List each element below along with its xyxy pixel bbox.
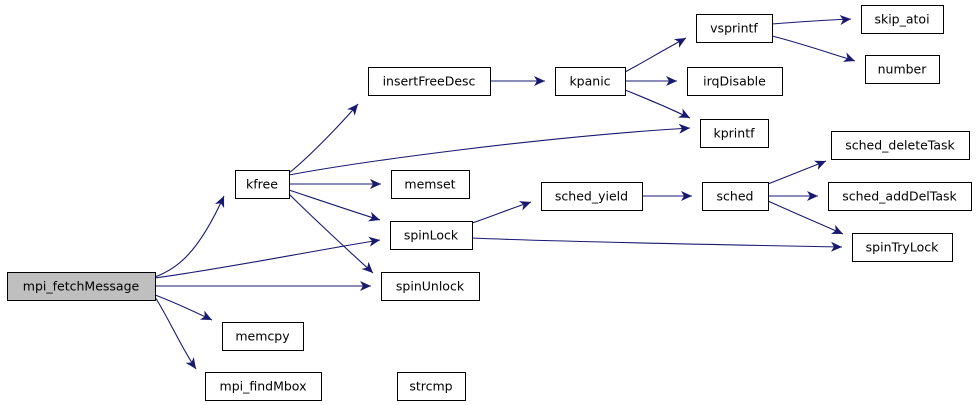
edge-line xyxy=(624,37,687,73)
edge-line xyxy=(288,193,374,274)
graph-node-strcmp[interactable]: strcmp xyxy=(397,372,466,401)
node-box[interactable] xyxy=(368,67,491,96)
arrowhead-icon xyxy=(370,179,381,189)
edge-line xyxy=(471,201,532,224)
graph-node-skip_atoi[interactable]: skip_atoi xyxy=(861,5,944,34)
edge-line xyxy=(154,195,225,278)
graph-node-kfree[interactable]: kfree xyxy=(235,170,290,199)
call-edge-kfree-to-spinUnlock xyxy=(288,193,374,274)
call-edge-mpi_fetchMessage-to-kfree xyxy=(154,195,225,278)
node-box[interactable] xyxy=(861,5,944,34)
nodes-layer: mpi_fetchMessage kfree memcpy mpi_findMbox s… xyxy=(7,5,972,401)
graph-node-number[interactable]: number xyxy=(865,55,940,84)
edge-hit-area xyxy=(155,196,224,277)
node-box[interactable] xyxy=(865,55,940,84)
graph-node-memcpy[interactable]: memcpy xyxy=(222,322,304,351)
edge-line xyxy=(471,237,843,248)
arrowhead-icon xyxy=(830,224,843,234)
arrowhead-icon xyxy=(678,123,690,134)
graph-node-sched[interactable]: sched xyxy=(702,182,769,211)
graph-node-insertFreeDesc[interactable]: insertFreeDesc xyxy=(368,67,491,96)
node-box[interactable] xyxy=(696,14,773,43)
graph-node-mpi_fetchMessage[interactable]: mpi_fetchMessage xyxy=(7,272,156,301)
call-edge-kpanic-to-vsprintf xyxy=(624,37,687,73)
node-box[interactable] xyxy=(391,170,470,199)
call-edge-kfree-to-insertFreeDesc xyxy=(288,103,359,174)
graph-node-spinTryLock[interactable]: spinTryLock xyxy=(852,233,953,262)
edge-line xyxy=(154,239,381,279)
arrowhead-icon xyxy=(677,108,690,118)
node-box[interactable] xyxy=(687,67,783,96)
node-box[interactable] xyxy=(390,221,473,250)
arrowhead-icon xyxy=(839,14,851,25)
node-box[interactable] xyxy=(828,182,972,211)
edge-line xyxy=(767,160,827,185)
node-box[interactable] xyxy=(852,233,953,262)
node-box[interactable] xyxy=(397,372,466,401)
call-edge-sched-to-sched_deleteTask xyxy=(767,160,827,185)
arrowhead-icon xyxy=(347,104,358,116)
arrowhead-icon xyxy=(367,211,380,222)
arrowhead-icon xyxy=(666,76,677,86)
arrowhead-icon xyxy=(681,191,692,201)
arrowhead-icon xyxy=(673,38,686,48)
call-edge-vsprintf-to-skip_atoi xyxy=(771,18,852,25)
graph-node-sched_addDelTask[interactable]: sched_addDelTask xyxy=(828,182,972,211)
node-box[interactable] xyxy=(222,322,304,351)
call-edge-kfree-to-spinLock xyxy=(288,189,381,221)
arrowhead-icon xyxy=(518,201,531,211)
call-edge-spinLock-to-sched_yield xyxy=(471,201,532,224)
arrowhead-icon xyxy=(813,160,826,170)
edge-line xyxy=(771,35,856,62)
node-box[interactable] xyxy=(700,119,769,148)
node-box[interactable] xyxy=(541,182,643,211)
graph-node-spinLock[interactable]: spinLock xyxy=(390,221,473,250)
call-edge-spinLock-to-spinTryLock xyxy=(471,237,843,248)
node-box[interactable] xyxy=(235,170,290,199)
node-box[interactable] xyxy=(381,272,480,301)
arrowhead-icon xyxy=(185,357,196,369)
arrowhead-icon xyxy=(199,310,212,320)
call-edge-kpanic-to-kprintf xyxy=(624,89,691,119)
call-edge-kfree-to-kprintf xyxy=(288,127,691,176)
edge-line xyxy=(767,200,844,235)
call-edge-sched-to-spinTryLock xyxy=(767,200,844,235)
graph-node-spinUnlock[interactable]: spinUnlock xyxy=(381,272,480,301)
arrowhead-icon xyxy=(830,241,842,252)
edge-line xyxy=(288,103,359,174)
node-box[interactable] xyxy=(205,372,322,401)
node-box[interactable] xyxy=(7,272,156,301)
arrowheads-layer xyxy=(185,14,855,369)
edge-line xyxy=(288,127,691,176)
graph-node-irqDisable[interactable]: irqDisable xyxy=(687,67,783,96)
arrowhead-icon xyxy=(534,76,545,86)
edge-hit-area xyxy=(289,128,690,175)
graph-node-memset[interactable]: memset xyxy=(391,170,470,199)
graph-node-kprintf[interactable]: kprintf xyxy=(700,119,769,148)
node-box[interactable] xyxy=(831,131,970,160)
graph-node-sched_yield[interactable]: sched_yield xyxy=(541,182,643,211)
graph-node-kpanic[interactable]: kpanic xyxy=(555,67,626,96)
arrowhead-icon xyxy=(214,196,225,209)
arrowhead-icon xyxy=(368,236,380,247)
arrowhead-icon xyxy=(361,261,373,273)
graph-node-sched_deleteTask[interactable]: sched_deleteTask xyxy=(831,131,970,160)
arrowhead-icon xyxy=(842,52,855,62)
edge-line xyxy=(288,189,381,221)
graph-node-vsprintf[interactable]: vsprintf xyxy=(696,14,773,43)
arrowhead-icon xyxy=(807,191,818,201)
call-edge-mpi_fetchMessage-to-spinLock xyxy=(154,239,381,279)
arrowhead-icon xyxy=(360,281,371,291)
graph-node-mpi_findMbox[interactable]: mpi_findMbox xyxy=(205,372,322,401)
node-box[interactable] xyxy=(702,182,769,211)
node-box[interactable] xyxy=(555,67,626,96)
call-edge-vsprintf-to-number xyxy=(771,35,856,62)
